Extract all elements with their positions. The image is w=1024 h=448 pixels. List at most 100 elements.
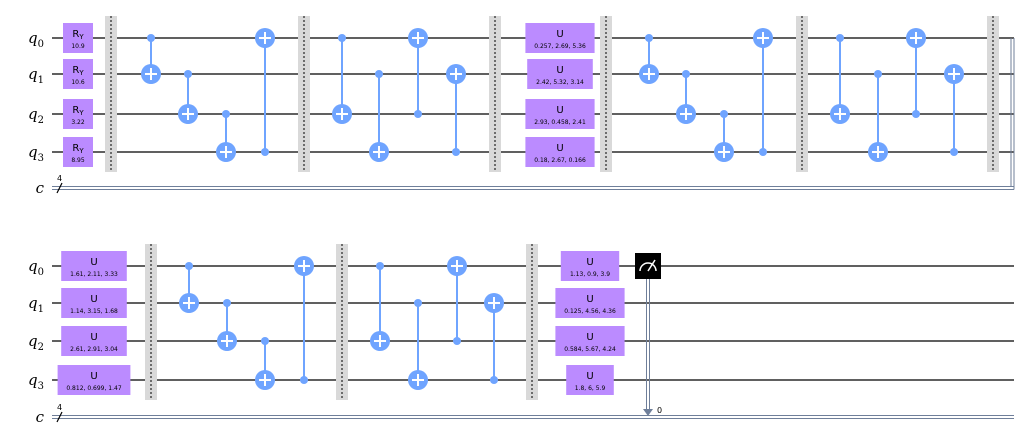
gate-param: 2.42, 5.32, 3.14 [536,79,584,86]
gate-param: 0.125, 4.56, 4.36 [564,308,616,315]
gate-box [61,251,127,281]
gate-box [560,251,620,281]
cnot-gate-q1-q3 [868,70,888,162]
gate-name: U [586,332,593,343]
gate-name: U [556,29,563,40]
cnot-control-dot [912,110,920,118]
qubit-label-q0: q0 [28,29,44,50]
cnot-control-dot [223,299,231,307]
gate-name: U [90,257,97,268]
gate-box [566,365,614,395]
gate-param: 1.13, 0.9, 3.9 [570,271,610,278]
cnot-control-dot [414,299,422,307]
cnot-gate-q2-q3 [714,110,734,162]
cnot-gate-q1-q2 [178,70,198,124]
gate-box [525,23,595,53]
cnot-gate-q1-q2 [217,299,237,351]
classical-size: 4 [57,174,62,183]
gate-box [63,23,93,53]
gate-u-q1: U1.14, 3.15, 1.68 [61,288,127,318]
gate-param: 1.61, 2.11, 3.33 [70,271,118,278]
gate-u-q0: U0.257, 2.69, 5.36 [525,23,595,53]
gate-name: U [586,371,593,382]
cnot-gate-q2-q0 [447,256,467,345]
gate-param: 8.95 [71,157,85,164]
gate-box [63,59,93,89]
gate-ry-q1: RY 10.6 [63,59,93,89]
gate-u-q2: U 2.61, 2.91, 3.04 [61,326,127,356]
cnot-control-dot [950,148,958,156]
cnot-control-dot [874,70,882,78]
gate-name: RY [72,65,84,77]
cnot-control-dot [720,110,728,118]
gate-u-q0: U 1.61, 2.11, 3.33 [61,251,127,281]
cnot-gate-q0-q1 [639,34,659,84]
qubit-label-q3: q3 [28,371,44,392]
gate-u-q1: U 0.125, 4.56, 4.36 [555,288,625,318]
cnot-gate-q0-q2 [370,262,390,351]
gate-u-q2: U 0.584, 5.67, 4.24 [555,326,625,356]
gate-box [527,59,593,89]
qubit-label-q1: q1 [28,65,44,86]
gate-u-q1: U 2.42, 5.32, 3.14 [527,59,593,89]
cnot-gate-q2-q3 [255,337,275,390]
qubit-label-q2: q2 [28,105,44,126]
gate-param: 0.18, 2.67, 0.166 [534,157,586,164]
cnot-control-dot [414,110,422,118]
classical-label: c [36,408,45,426]
cnot-control-dot [645,34,653,42]
cnot-control-dot [836,34,844,42]
cnot-gate-q0-q1 [141,34,161,84]
cnot-gate-q3-q0 [255,28,275,156]
circuit-row-1: q0q1q2q3c4RY10.9RY10.6RY3.22RY8.95U0.257… [28,16,1015,197]
cnot-gate-q3-q0 [294,256,314,384]
gate-box [63,137,93,167]
gate-name: RY [72,143,84,155]
qubit-label-q3: q3 [28,143,44,164]
qubit-label-q1: q1 [28,294,44,315]
gate-box [63,99,93,129]
gate-u-q3: U 0.812, 0.699, 1.47 [57,365,131,395]
measure-arrow [643,409,653,416]
cnot-control-dot [376,262,384,270]
cnot-control-dot [261,148,269,156]
measure-bit-label: 0 [657,406,662,415]
gate-box [525,137,595,167]
measure-gate-q0: 0 [635,253,662,416]
gate-box [57,365,131,395]
cnot-control-dot [222,110,230,118]
cnot-gate-q2-q0 [408,28,428,118]
qubit-label-q2: q2 [28,332,44,353]
gate-ry-q3: RY 8.95 [63,137,93,167]
qubit-label-q0: q0 [28,257,44,278]
gate-name: U [556,105,563,116]
classical-slash [56,411,63,423]
cnot-gate-q1-q3 [369,70,389,162]
cnot-control-dot [682,70,690,78]
cnot-control-dot [759,148,767,156]
cnot-gate-q0-q2 [830,34,850,124]
gate-param: 2.61, 2.91, 3.04 [70,346,118,353]
cnot-control-dot [453,337,461,345]
cnot-gate-q2-q3 [216,110,236,162]
gate-param: 1.8, 6, 5.9 [575,385,606,392]
gate-box [61,326,127,356]
gate-name: U [586,294,593,305]
gate-name: U [556,65,563,76]
measure-needle [647,259,656,272]
gate-u-q0: U 1.13, 0.9, 3.9 [560,251,620,281]
gate-name: U [586,257,593,268]
cnot-control-dot [452,148,460,156]
cnot-control-dot [300,376,308,384]
measure-dial [639,262,657,272]
cnot-gate-q3-q1 [484,293,504,384]
gate-param: 0.812, 0.699, 1.47 [66,385,122,392]
gate-param: 0.584, 5.67, 4.24 [564,346,616,353]
gate-name: U [90,332,97,343]
gate-name: U [90,371,97,382]
gate-box [525,99,595,129]
gate-ry-q2: RY3.22 [63,99,93,129]
gate-param: 10.6 [71,79,85,86]
